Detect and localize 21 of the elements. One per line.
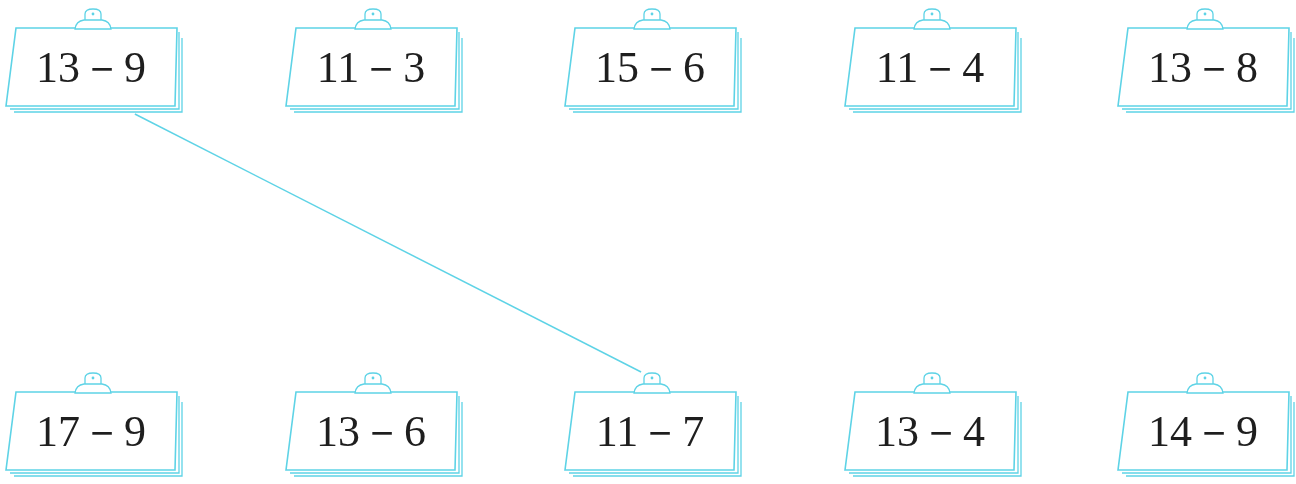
flash-card xyxy=(282,8,464,114)
flash-card xyxy=(2,8,184,114)
subtraction-expression: 13－4 xyxy=(875,410,985,454)
flash-card xyxy=(282,372,464,478)
flash-card xyxy=(841,8,1023,114)
subtraction-expression: 17－9 xyxy=(36,410,146,454)
subtraction-expression: 11－3 xyxy=(316,46,426,90)
flash-card xyxy=(841,372,1023,478)
subtraction-expression: 14－9 xyxy=(1148,410,1258,454)
flash-card xyxy=(561,8,743,114)
connector-line xyxy=(134,113,642,373)
flash-card xyxy=(1114,372,1296,478)
flash-card xyxy=(561,372,743,478)
flash-card xyxy=(2,372,184,478)
flash-card xyxy=(1114,8,1296,114)
subtraction-expression: 11－4 xyxy=(875,46,985,90)
subtraction-expression: 13－8 xyxy=(1148,46,1258,90)
subtraction-expression: 13－6 xyxy=(316,410,426,454)
subtraction-expression: 13－9 xyxy=(36,46,146,90)
subtraction-expression: 11－7 xyxy=(595,410,705,454)
subtraction-expression: 15－6 xyxy=(595,46,705,90)
